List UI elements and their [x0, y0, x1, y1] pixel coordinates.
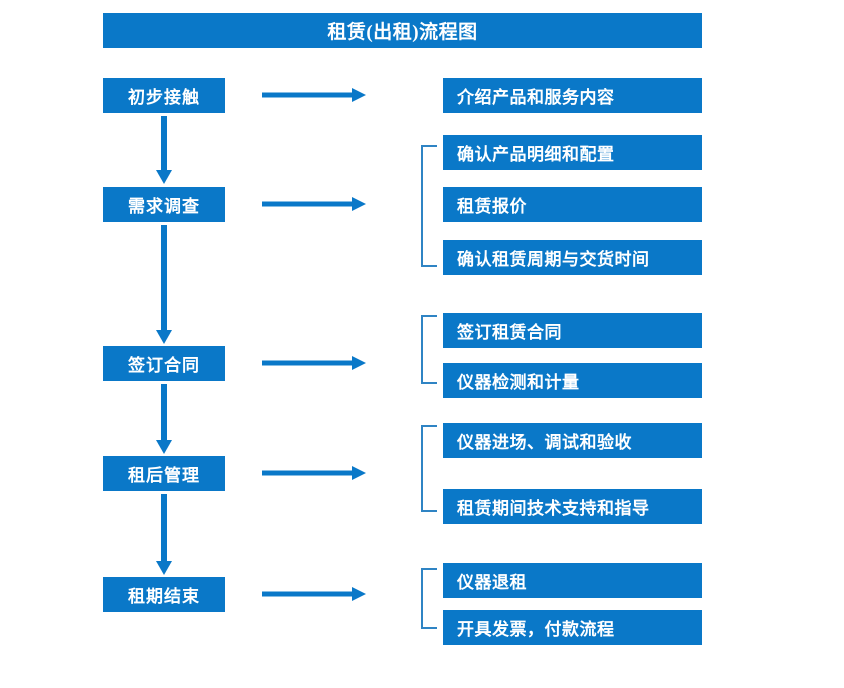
stage-box-租后管理[interactable]: 租后管理 [103, 456, 225, 491]
bracket-stage-4-group [421, 425, 437, 512]
stage-box-租期结束[interactable]: 租期结束 [103, 577, 225, 612]
arrow-right-stage-2 [262, 197, 366, 211]
bracket-stage-3-group [421, 315, 437, 384]
detail-box-签订租赁合同[interactable]: 签订租赁合同 [443, 313, 702, 348]
arrow-down-stage-4-to-5 [156, 494, 172, 575]
detail-box-开具发票付款流程[interactable]: 开具发票，付款流程 [443, 610, 702, 645]
arrow-right-stage-4 [262, 466, 366, 480]
arrow-right-stage-3 [262, 356, 366, 370]
bracket-stage-5-group [421, 568, 437, 629]
detail-box-确认产品明细和配置[interactable]: 确认产品明细和配置 [443, 135, 702, 170]
detail-box-仪器进场调试和验收[interactable]: 仪器进场、调试和验收 [443, 423, 702, 458]
detail-box-租赁期间技术支持和指导[interactable]: 租赁期间技术支持和指导 [443, 489, 702, 524]
arrow-down-stage-2-to-3 [156, 225, 172, 344]
detail-box-仪器检测和计量[interactable]: 仪器检测和计量 [443, 363, 702, 398]
arrow-right-stage-5 [262, 587, 366, 601]
arrow-right-stage-1 [262, 88, 366, 102]
stage-box-初步接触[interactable]: 初步接触 [103, 78, 225, 113]
arrow-down-stage-3-to-4 [156, 384, 172, 454]
detail-box-仪器退租[interactable]: 仪器退租 [443, 563, 702, 598]
detail-box-介绍产品和服务内容[interactable]: 介绍产品和服务内容 [443, 78, 702, 113]
detail-box-确认租赁周期与交货时间[interactable]: 确认租赁周期与交货时间 [443, 240, 702, 275]
page-title: 租赁(出租)流程图 [103, 13, 702, 48]
stage-box-需求调查[interactable]: 需求调查 [103, 187, 225, 222]
arrow-down-stage-1-to-2 [156, 116, 172, 184]
detail-box-租赁报价[interactable]: 租赁报价 [443, 187, 702, 222]
bracket-stage-2-group [421, 145, 437, 267]
stage-box-签订合同[interactable]: 签订合同 [103, 346, 225, 381]
